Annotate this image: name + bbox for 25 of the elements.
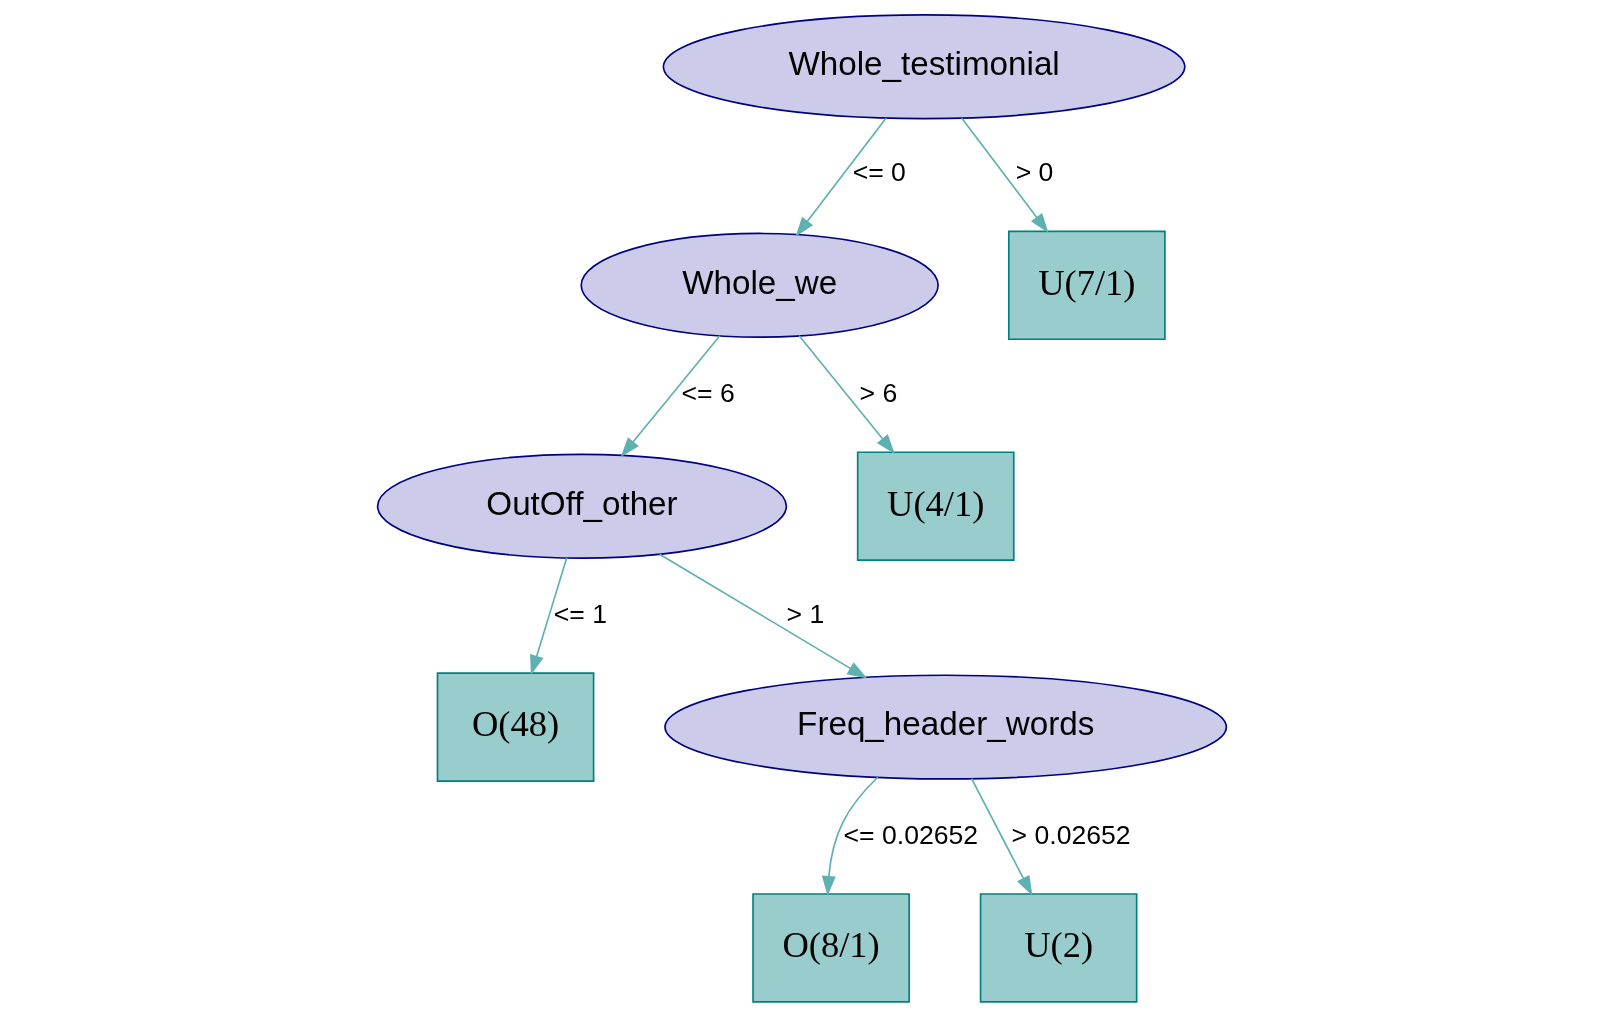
node-ellipse: Freq_header_words bbox=[664, 674, 1228, 780]
edge-label: > 0.02652 bbox=[1011, 819, 1131, 850]
arrow bbox=[961, 117, 1049, 233]
edge-label: <= 0 bbox=[852, 157, 906, 188]
node-box: O(8/1) bbox=[752, 893, 910, 1003]
edge-label: <= 1 bbox=[553, 598, 607, 629]
arrow bbox=[798, 335, 895, 455]
edge-label: > 0 bbox=[1015, 157, 1054, 188]
edge-label: <= 6 bbox=[681, 378, 735, 409]
arrow bbox=[970, 777, 1033, 896]
arrow bbox=[795, 117, 887, 237]
arrow bbox=[821, 776, 879, 896]
node-box: U(4/1) bbox=[856, 451, 1015, 561]
node-ellipse: OutOff_other bbox=[376, 453, 788, 559]
node-ellipse: Whole_testimonial bbox=[662, 14, 1186, 120]
node-box: U(2) bbox=[979, 893, 1138, 1003]
arrow bbox=[620, 335, 721, 458]
arrow bbox=[658, 553, 868, 679]
node-box: O(48) bbox=[436, 672, 595, 782]
node-box: U(7/1) bbox=[1007, 230, 1166, 341]
edge-label: <= 0.02652 bbox=[843, 819, 979, 850]
edge-label: > 6 bbox=[859, 378, 898, 409]
node-ellipse: Whole_we bbox=[580, 232, 939, 338]
arrow bbox=[530, 556, 568, 676]
edge-label: > 1 bbox=[786, 598, 825, 629]
